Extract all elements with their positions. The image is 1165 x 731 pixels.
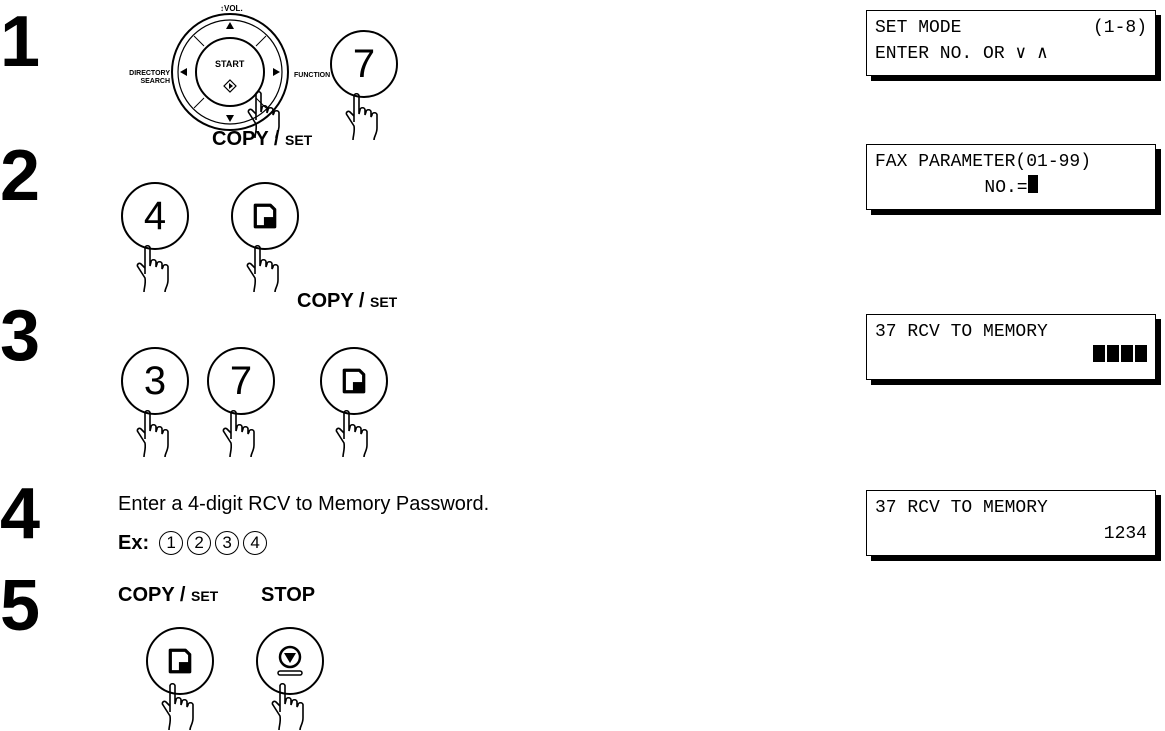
lcd-2-line-2-text: NO.= [984,175,1027,201]
key-4[interactable]: 4 [121,182,189,250]
copy-icon [251,202,279,230]
copy-set-button[interactable] [231,182,299,250]
control-pad: ↕VOL. DIRECTORY SEARCH START FUNCTION [112,6,352,134]
step-number-2: 2 [0,140,40,212]
pointing-hand-icon [266,682,308,730]
copy-label-main: COPY / [118,584,191,606]
copy-set-label: COPY / SET [118,584,218,607]
lcd-1-line-2: ENTER NO. OR ∨ ∧ [875,41,1147,67]
lcd-cursor [1028,175,1038,193]
copy-icon [166,647,194,675]
pointing-hand-icon [340,92,382,140]
pointing-hand-icon [330,409,372,457]
key-4-label: 4 [144,194,166,239]
key-3[interactable]: 3 [121,347,189,415]
step-number-5: 5 [0,570,40,642]
lcd-3-line-1: 37 RCV TO MEMORY [875,319,1147,345]
lcd-block [1107,345,1119,362]
pointing-hand-icon [156,682,198,730]
pointing-hand-icon [241,244,283,292]
lcd-display-4: 37 RCV TO MEMORY 1234 [866,490,1156,556]
pointing-hand-icon [131,409,173,457]
copy-set-label: COPY / SET [212,128,312,151]
step-number-4: 4 [0,478,40,550]
lcd-1-line-1-right: (1-8) [1093,15,1147,41]
key-7-label: 7 [353,42,375,87]
key-7[interactable]: 7 [330,30,398,98]
copy-label-small: SET [370,294,397,310]
copy-label-main: COPY / [297,290,370,312]
copy-icon [340,367,368,395]
lcd-1-line-1-left: SET MODE [875,15,961,41]
copy-set-label: COPY / SET [297,290,397,313]
lcd-display-3: 37 RCV TO MEMORY [866,314,1156,380]
lcd-display-1: SET MODE (1-8) ENTER NO. OR ∨ ∧ [866,10,1156,76]
vol-label: ↕VOL. [220,4,243,13]
example-prefix: Ex: [118,532,149,555]
directory-label-line1: DIRECTORY [129,70,170,77]
function-label: FUNCTION [294,72,330,79]
key-7[interactable]: 7 [207,347,275,415]
step-number-1: 1 [0,6,40,78]
lcd-3-line-2 [875,345,1147,371]
copy-label-small: SET [191,588,218,604]
stop-icon [273,644,307,678]
start-label: START [215,59,244,69]
digit-key-3: 3 [215,531,239,555]
copy-set-button[interactable] [320,347,388,415]
lcd-4-line-1: 37 RCV TO MEMORY [875,495,1147,521]
lcd-2-line-2: NO.= [875,175,1147,201]
lcd-block [1121,345,1133,362]
digit-key-4: 4 [243,531,267,555]
key-3-label: 3 [144,359,166,404]
stop-label: STOP [261,584,315,607]
pointing-hand-icon [131,244,173,292]
lcd-2-line-1: FAX PARAMETER(01-99) [875,149,1147,175]
step-number-3: 3 [0,300,40,372]
copy-label-small: SET [285,132,312,148]
lcd-block [1135,345,1147,362]
example-line: Ex: 1 2 3 4 [118,531,267,555]
digit-key-1: 1 [159,531,183,555]
digit-key-2: 2 [187,531,211,555]
copy-label-main: COPY / [212,128,285,150]
directory-label: DIRECTORY SEARCH [114,70,170,86]
pointing-hand-icon [217,409,259,457]
step-4-instruction: Enter a 4-digit RCV to Memory Password. [118,493,489,516]
lcd-4-line-2: 1234 [875,521,1147,547]
key-7-label: 7 [230,359,252,404]
lcd-display-2: FAX PARAMETER(01-99) NO.= [866,144,1156,210]
lcd-block [1093,345,1105,362]
directory-label-line2: SEARCH [140,78,170,85]
lcd-1-line-1: SET MODE (1-8) [875,15,1147,41]
